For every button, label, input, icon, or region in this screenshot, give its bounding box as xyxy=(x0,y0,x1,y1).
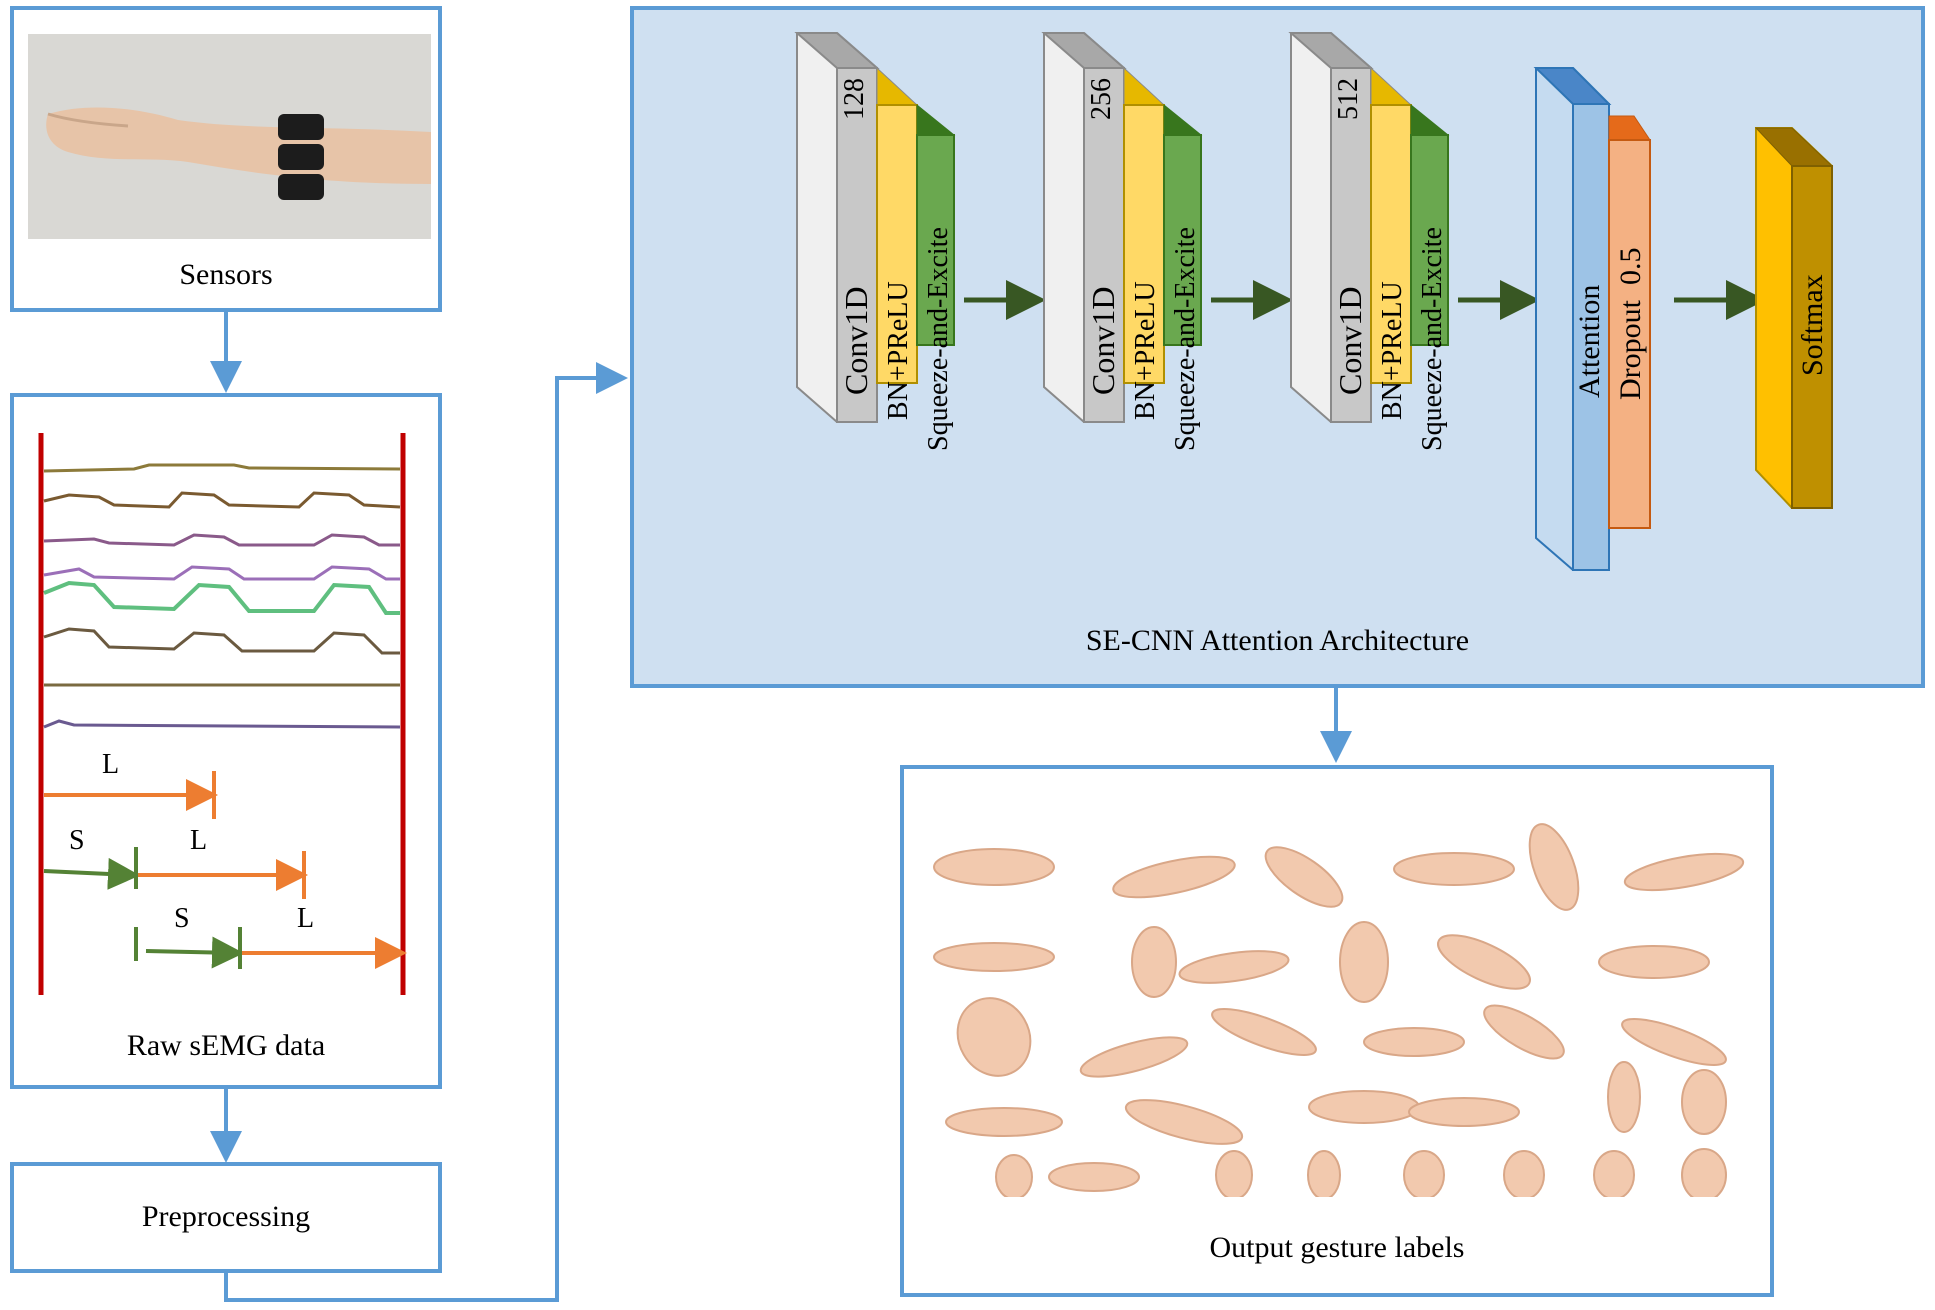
label-L-3: L xyxy=(297,903,314,934)
gesture-hand-4 xyxy=(1393,852,1515,886)
attention-block: Attention Dropout 0.5 xyxy=(1533,67,1651,571)
semg-channel-8 xyxy=(43,719,401,729)
output-panel: Output gesture labels xyxy=(900,765,1774,1297)
stride-arrow-1 xyxy=(43,857,140,890)
gesture-hand-3 xyxy=(1264,846,1344,908)
gesture-hand-21 xyxy=(1308,1090,1420,1124)
gesture-hand-30 xyxy=(1503,1150,1545,1197)
sensors-panel: Sensors xyxy=(10,6,442,312)
gesture-hand-11 xyxy=(1437,934,1531,990)
preprocessing-label: Preprocessing xyxy=(141,1200,311,1233)
gesture-collage xyxy=(933,823,1745,1197)
gesture-hand-18 xyxy=(1621,1018,1727,1066)
semg-channel-4 xyxy=(43,565,400,581)
label-S-1: S xyxy=(69,825,85,856)
block-2-filters: 256 xyxy=(1086,78,1117,120)
label-S-2: S xyxy=(174,903,190,934)
gesture-hand-25 xyxy=(995,1154,1033,1197)
gesture-hand-20 xyxy=(1124,1099,1244,1145)
gesture-hand-2 xyxy=(1112,855,1236,899)
arrow-preprocessing-to-architecture xyxy=(224,362,628,1302)
gesture-hand-15 xyxy=(1211,1008,1317,1056)
semg-channel-6 xyxy=(43,627,400,655)
conv-block-3: 512 Conv1D BN+PReLU Squeeze-and-Excite xyxy=(1288,32,1450,451)
softmax-label: Softmax xyxy=(1796,274,1829,376)
semg-channel-5 xyxy=(43,580,400,615)
gesture-hand-26 xyxy=(1048,1162,1140,1192)
gesture-hand-27 xyxy=(1215,1150,1253,1197)
gesture-hand-24 xyxy=(1681,1069,1727,1135)
dropout-label: Dropout 0.5 xyxy=(1614,248,1647,401)
block-2-se-label: Squeeze-and-Excite xyxy=(1170,227,1201,451)
block-1-filters: 128 xyxy=(839,78,870,120)
semg-caption: Raw sEMG data xyxy=(126,1029,326,1062)
block-3-bn-label: BN+PReLU xyxy=(1377,281,1408,420)
attention-label: Attention xyxy=(1573,285,1606,398)
armband-sensor-mid xyxy=(278,144,324,170)
gesture-hand-1 xyxy=(933,848,1055,886)
block-2-conv-label: Conv1D xyxy=(1085,287,1121,395)
conv-block-1: 128 Conv1D BN+PReLU Squeeze-and-Excite xyxy=(794,32,956,451)
gesture-hand-6 xyxy=(1623,852,1745,892)
block-1-conv-label: Conv1D xyxy=(838,287,874,395)
block-1-se-label: Squeeze-and-Excite xyxy=(923,227,954,451)
block-3-filters: 512 xyxy=(1333,78,1364,120)
gesture-hand-5 xyxy=(1528,823,1580,911)
armband-sensor-bottom xyxy=(278,174,324,200)
semg-channel-1 xyxy=(43,463,401,473)
gesture-hand-10 xyxy=(1339,921,1389,1003)
architecture-panel: 128 Conv1D BN+PReLU Squeeze-and-Excite 2… xyxy=(630,6,1925,688)
gesture-hand-9 xyxy=(1178,950,1290,984)
gesture-hand-8 xyxy=(1131,926,1177,998)
semg-channel-3 xyxy=(43,533,400,547)
armband-sensor-top xyxy=(278,114,324,140)
gesture-hand-16 xyxy=(1363,1027,1465,1057)
semg-panel: L S L S L Raw sEMG data xyxy=(10,393,442,1089)
preprocessing-panel: Preprocessing xyxy=(10,1162,442,1273)
output-caption: Output gesture labels xyxy=(1209,1231,1465,1264)
gesture-hand-7 xyxy=(933,942,1055,972)
gesture-hand-13 xyxy=(956,997,1032,1077)
label-L-1: L xyxy=(102,749,119,780)
gesture-hand-17 xyxy=(1483,1004,1565,1060)
gesture-hand-32 xyxy=(1681,1148,1727,1197)
semg-plot: L S L S L xyxy=(38,433,407,995)
softmax-block: Softmax xyxy=(1754,127,1834,509)
block-1-bn-label: BN+PReLU xyxy=(883,281,914,420)
gesture-hand-19 xyxy=(945,1107,1063,1137)
architecture-diagram: 128 Conv1D BN+PReLU Squeeze-and-Excite 2… xyxy=(794,32,1834,571)
gesture-hand-28 xyxy=(1307,1150,1341,1197)
sensor-arm-photo xyxy=(28,34,431,239)
block-3-conv-label: Conv1D xyxy=(1332,287,1368,395)
conv-block-2: 256 Conv1D BN+PReLU Squeeze-and-Excite xyxy=(1041,32,1203,451)
gesture-hand-29 xyxy=(1403,1150,1445,1197)
label-L-2: L xyxy=(190,825,207,856)
architecture-caption: SE-CNN Attention Architecture xyxy=(1085,624,1470,657)
gesture-hand-22 xyxy=(1408,1097,1520,1127)
sensors-caption: Sensors xyxy=(179,258,273,291)
block-2-bn-label: BN+PReLU xyxy=(1130,281,1161,420)
gesture-hand-31 xyxy=(1593,1150,1635,1197)
gesture-hand-12 xyxy=(1598,945,1710,979)
semg-channel-2 xyxy=(43,491,401,509)
stride-arrow-2 xyxy=(145,936,244,969)
block-3-se-label: Squeeze-and-Excite xyxy=(1417,227,1448,451)
gesture-hand-23 xyxy=(1607,1061,1641,1133)
gesture-hand-14 xyxy=(1079,1036,1189,1078)
